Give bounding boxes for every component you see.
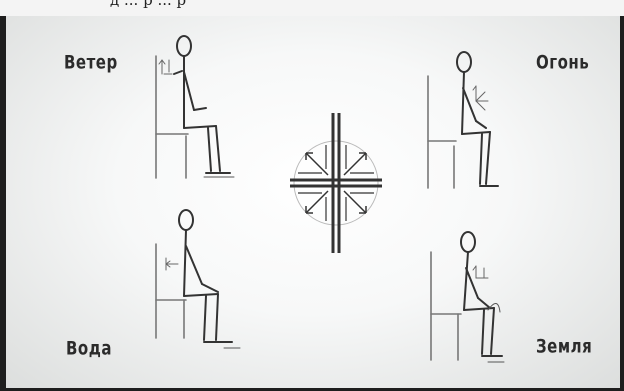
top-text-strip: д ... р ... р <box>0 0 624 16</box>
figure-fire <box>428 52 498 188</box>
illustration-layer <box>6 16 620 388</box>
figure-earth <box>431 232 504 362</box>
compass-symbol <box>290 113 382 253</box>
figure-wind <box>156 36 234 178</box>
poster-card: Ветер Огонь Вода Земля <box>6 16 620 388</box>
figure-water <box>156 210 240 348</box>
cropped-caption: д ... р ... р <box>110 0 186 9</box>
